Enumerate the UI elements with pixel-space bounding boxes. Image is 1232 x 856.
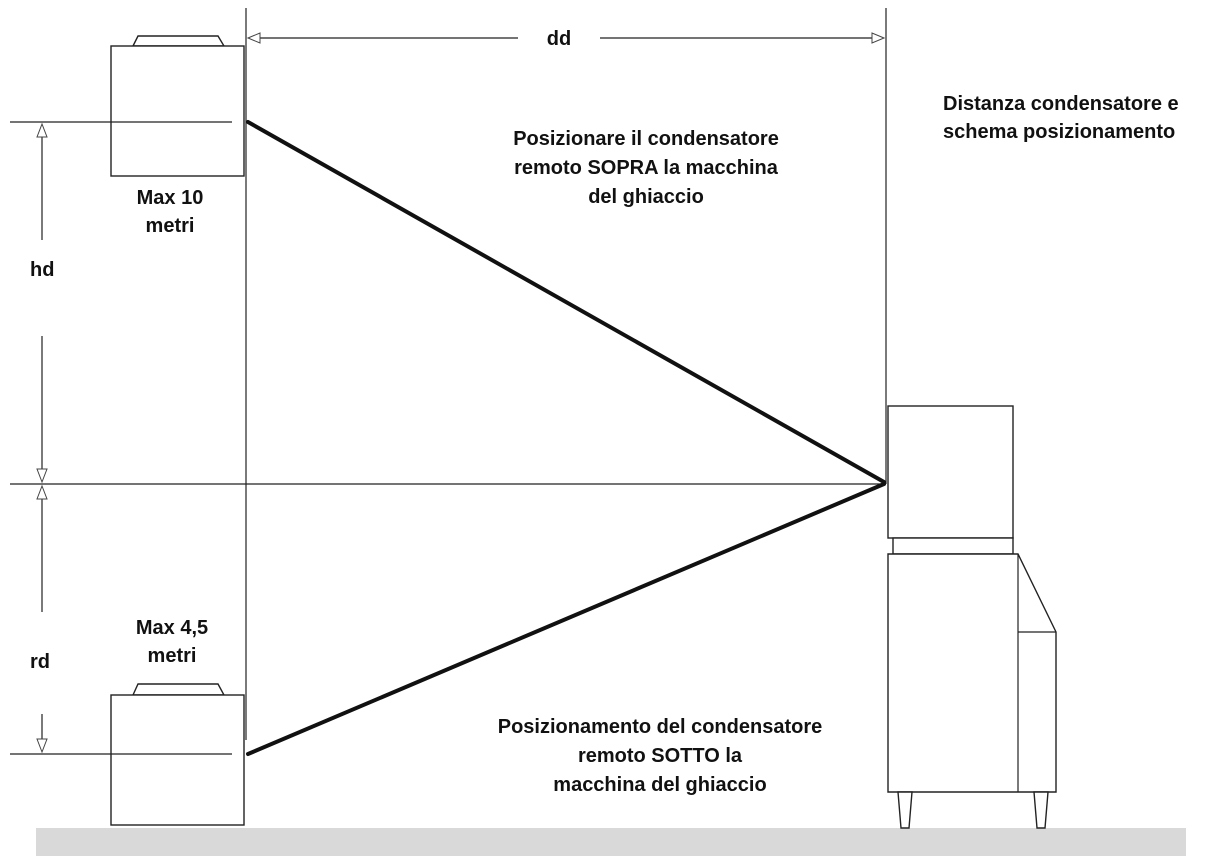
- below-caption-line2: remoto SOTTO la: [578, 745, 743, 767]
- title-line2: schema posizionamento: [943, 121, 1175, 143]
- hd-label: hd: [30, 259, 54, 281]
- max-below-label-line1: Max 4,5: [136, 617, 208, 639]
- upper-condenser: [110, 35, 245, 177]
- lower-condenser: [110, 683, 245, 826]
- hd-dimension: [36, 122, 48, 484]
- above-caption-line1: Posizionare il condensatore: [513, 128, 779, 150]
- title-line1: Distanza condensatore e: [943, 93, 1179, 115]
- floor: [36, 828, 1186, 856]
- max-above-label-line1: Max 10: [137, 187, 204, 209]
- max-above-label-line2: metri: [146, 215, 195, 237]
- ice-machine: [887, 405, 1057, 829]
- dd-label: dd: [547, 28, 571, 50]
- rd-dimension: [36, 484, 48, 754]
- rd-label: rd: [30, 651, 50, 673]
- dd-dimension: [246, 32, 886, 44]
- above-caption-line2: remoto SOPRA la macchina: [514, 157, 779, 179]
- below-caption-line3: macchina del ghiaccio: [553, 774, 766, 796]
- upper-connection-line: [246, 120, 886, 484]
- above-caption-line3: del ghiaccio: [588, 186, 704, 208]
- lower-connection-line: [246, 482, 886, 756]
- below-caption-line1: Posizionamento del condensatore: [498, 716, 823, 738]
- max-below-label-line2: metri: [148, 645, 197, 667]
